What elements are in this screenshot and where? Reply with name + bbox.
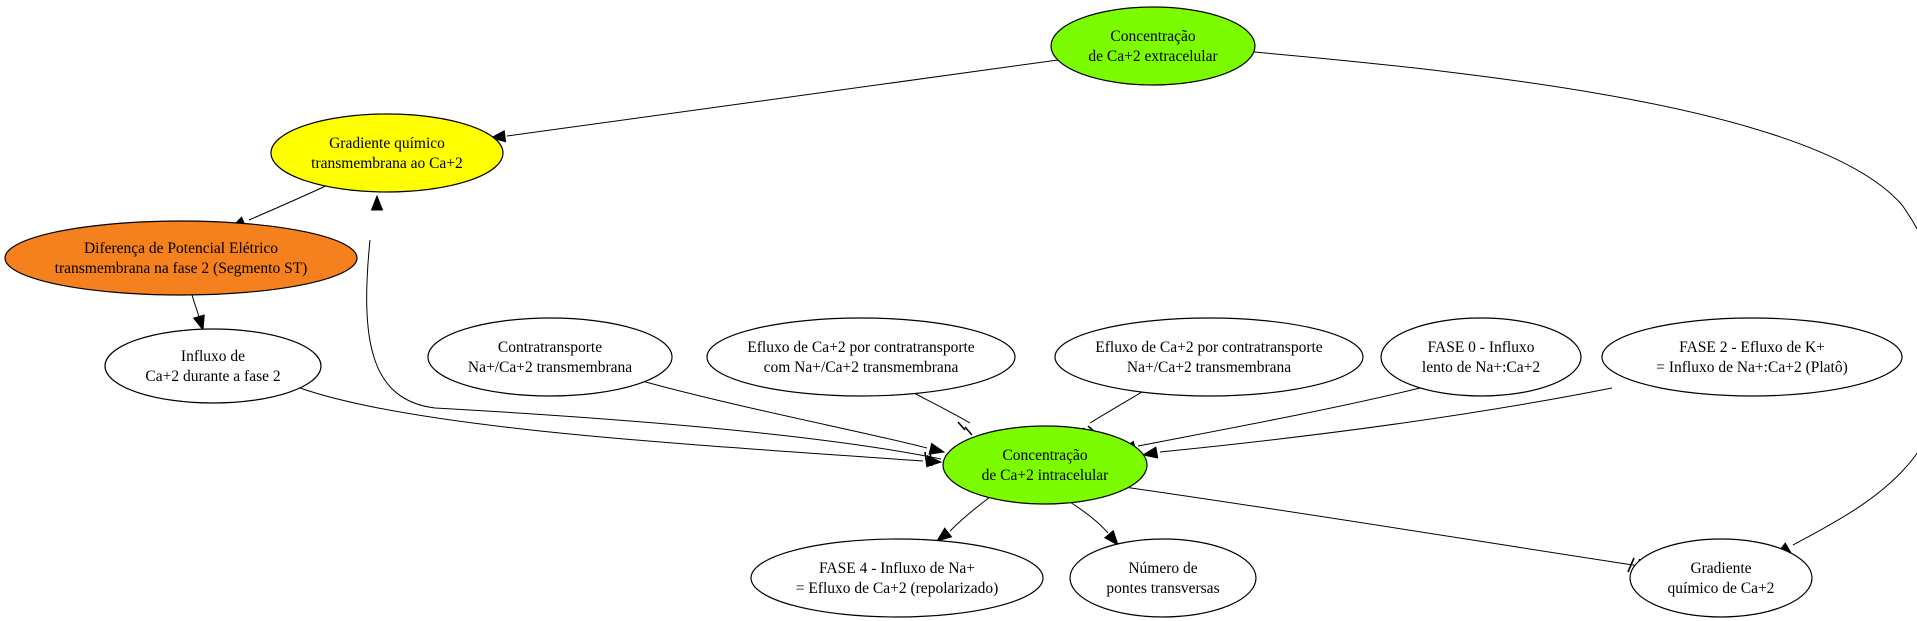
nodes-layer: Concentração de Ca+2 extracelularGradient… <box>4 6 1903 618</box>
node-label-line: Gradiente <box>1690 560 1751 577</box>
node-label-line: Concentração <box>1110 28 1195 45</box>
node-label-line: com Na+/Ca+2 transmembrana <box>764 359 959 376</box>
arrowhead-icon <box>1141 446 1159 459</box>
node-label-line: transmembrana ao Ca+2 <box>311 155 463 172</box>
node-label-line: = Influxo de Na+:Ca+2 (Platô) <box>1656 359 1848 376</box>
node-influxo-fase2: Influxo de Ca+2 durante a fase 2 <box>104 328 322 404</box>
edge-dif_pot-to-influxo_fase2 <box>191 294 205 332</box>
edge-influxo_fase2-to-ca_intra <box>299 387 943 468</box>
node-dif-pot: Diferença de Potencial Elétrico transmemb… <box>4 220 358 296</box>
arrowhead-icon <box>928 442 946 455</box>
edge-line <box>1159 387 1613 453</box>
edge-line <box>641 380 928 449</box>
node-fase4: FASE 4 - Influxo de Na+ = Efluxo de Ca+2 … <box>750 538 1044 618</box>
node-efluxo-com: Efluxo de Ca+2 por contratransporte com N… <box>706 317 1016 397</box>
arrowhead-icon <box>370 194 384 211</box>
node-label-line: lento de Na+:Ca+2 <box>1422 359 1540 376</box>
edge-grad_quim_trans-to-dif_pot <box>229 183 331 229</box>
node-grad-quim: Gradiente químico de Ca+2 <box>1629 538 1813 618</box>
node-label-line: Influxo de <box>181 348 245 365</box>
arrowhead-icon <box>935 527 953 542</box>
edge-efluxo_na-to-ca_intra <box>1082 391 1143 437</box>
edge-line <box>506 59 1059 137</box>
node-label-line: de Ca+2 extracelular <box>1088 48 1218 65</box>
tee-bar-icon <box>957 421 966 431</box>
node-label-line: FASE 0 - Influxo <box>1428 339 1535 356</box>
node-label-line: FASE 4 - Influxo de Na+ <box>819 560 975 577</box>
node-ca-extra: Concentração de Ca+2 extracelular <box>1050 6 1256 86</box>
node-label-line: Concentração <box>1002 447 1087 464</box>
node-ellipse <box>427 317 673 397</box>
node-label-line: Efluxo de Ca+2 por contratransporte <box>1095 339 1323 356</box>
node-ca-intra: Concentração de Ca+2 intracelular <box>942 425 1148 505</box>
node-ellipse <box>1069 538 1257 618</box>
node-ellipse <box>706 317 1016 397</box>
edge-line <box>1089 391 1143 424</box>
edge-line <box>1253 51 1917 546</box>
node-label-line: Na+/Ca+2 transmembrana <box>468 359 632 376</box>
tee-bar-icon <box>924 451 928 467</box>
edge-contratransporte-to-ca_intra <box>641 380 946 455</box>
node-label-line: químico de Ca+2 <box>1668 580 1775 597</box>
node-fase2: FASE 2 - Efluxo de K+ = Influxo de Na+:Ca… <box>1601 317 1903 397</box>
node-label-line: FASE 2 - Efluxo de K+ <box>1679 339 1825 356</box>
node-ellipse <box>1054 317 1364 397</box>
node-ellipse <box>4 220 358 296</box>
node-label-line: Ca+2 durante a fase 2 <box>145 368 280 385</box>
arrowhead-icon <box>192 314 205 332</box>
arrowhead-icon <box>489 130 507 143</box>
edge-line <box>949 496 991 532</box>
node-ellipse <box>270 113 504 193</box>
node-ellipse <box>1380 317 1582 397</box>
node-ellipse <box>1601 317 1903 397</box>
node-grad-quim-trans: Gradiente químico transmembrana ao Ca+2 <box>270 113 504 193</box>
node-pontes: Número de pontes transversas <box>1069 538 1257 618</box>
node-ellipse <box>750 538 1044 618</box>
node-efluxo-na: Efluxo de Ca+2 por contratransporteNa+/C… <box>1054 317 1364 397</box>
node-label-line: Diferença de Potencial Elétrico <box>84 240 278 257</box>
node-label-line: Efluxo de Ca+2 por contratransporte <box>747 339 975 356</box>
node-label-line: pontes transversas <box>1106 580 1219 597</box>
tee-bar-icon <box>964 426 973 436</box>
node-ellipse <box>942 425 1148 505</box>
edge-ca_extra-to-grad_quim <box>1253 51 1917 556</box>
node-label-line: = Efluxo de Ca+2 (repolarizado) <box>796 580 999 597</box>
node-ellipse <box>104 328 322 404</box>
edge-line <box>1123 486 1641 567</box>
edge-line <box>299 387 924 462</box>
edges-layer <box>191 51 1917 574</box>
node-label-line: Número de <box>1128 560 1197 577</box>
edge-ca_intra-to-pontes <box>1069 501 1119 547</box>
node-ellipse <box>1050 6 1256 86</box>
node-label-line: transmembrana na fase 2 (Segmento ST) <box>55 260 308 277</box>
edge-ca_intra-to-grad_quim_trans <box>366 194 942 467</box>
edge-line <box>1137 387 1421 447</box>
edge-ca_intra-to-fase4 <box>935 496 991 542</box>
edge-line <box>1069 501 1109 534</box>
node-label-line: Contratransporte <box>498 339 602 356</box>
arrowhead-icon <box>1103 529 1119 547</box>
edge-fase0-to-ca_intra <box>1119 387 1421 453</box>
edge-fase2-to-ca_intra <box>1141 387 1613 459</box>
node-label-line: Gradiente químico <box>329 135 445 152</box>
edge-line <box>366 239 942 460</box>
node-label-line: Na+/Ca+2 transmembrana <box>1127 359 1291 376</box>
tee-bar-icon <box>1627 557 1635 573</box>
node-ellipse <box>1629 538 1813 618</box>
node-fase0: FASE 0 - Influxo lento de Na+:Ca+2 <box>1380 317 1582 397</box>
edge-line <box>911 391 971 424</box>
edge-ca_extra-to-grad_quim_trans <box>489 59 1059 143</box>
edge-line <box>248 183 331 221</box>
node-label-line: de Ca+2 intracelular <box>982 467 1109 484</box>
edge-efluxo_com-to-ca_intra <box>911 391 973 436</box>
